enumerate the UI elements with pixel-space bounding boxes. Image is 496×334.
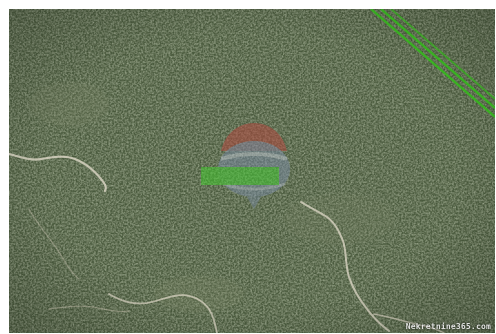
vignette <box>9 9 495 333</box>
map-viewport[interactable]: Nekretnine365.com <box>9 9 495 333</box>
watermark-text: Nekretnine365.com <box>405 322 491 331</box>
aerial-map <box>9 9 495 333</box>
